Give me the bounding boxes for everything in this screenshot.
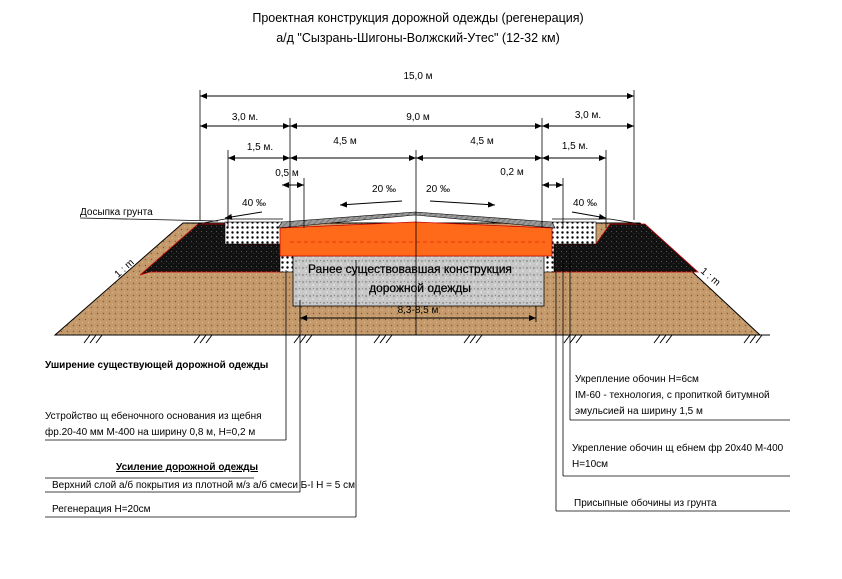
left-cross-slope-arrow — [224, 211, 263, 220]
shoulder-gravel-line-2: H=10см — [572, 459, 608, 470]
soil-fill-strip-right — [552, 218, 641, 225]
right-widening-upper — [551, 221, 597, 245]
shoulder-reinf-line-3: эмульсией на ширину 1,5 м — [575, 406, 703, 417]
top-layer-note: Верхний слой а/б покрытия из плотной м/з… — [52, 479, 355, 491]
widening-heading: Уширение существующей дорожной одежды — [45, 360, 268, 371]
top-asphalt-surface — [277, 211, 556, 229]
base-note-line-2: фр.20-40 мм М-400 на ширину 0,8 м, H=0,2… — [45, 426, 255, 438]
reinforcement-heading: Усиление дорожной одежды — [116, 462, 258, 473]
left-shoulder-text: 3,0 м. — [232, 112, 258, 123]
soil-fill-leader — [79, 217, 219, 222]
right-shoulder-text: 3,0 м. — [575, 110, 601, 121]
base-note-line-1: Устройство щ ебеночного основания из щеб… — [45, 410, 262, 422]
ground-hatch — [55, 334, 770, 344]
right-lane-text: 4,5 м — [470, 136, 494, 147]
carriageway-text: 9,0 м — [406, 112, 430, 123]
right-lane-slope-arrow — [429, 200, 496, 208]
left-widening-upper — [224, 221, 284, 245]
soil-fill-label: Досыпка грунта — [80, 207, 153, 218]
right-cross-slope-arrow — [571, 211, 607, 220]
existing-structure-label-2: дорожной одежды — [369, 281, 471, 295]
right-cross-slope-text: 40 ‰ — [573, 198, 597, 209]
title-line-1: Проектная конструкция дорожной одежды (р… — [252, 11, 583, 25]
regeneration-note: Регенерация H=20см — [52, 504, 151, 515]
existing-structure-label-1: Ранее существовавшая конструкция — [308, 262, 512, 276]
left-widening-text: 0,5 м — [275, 168, 299, 179]
left-cross-slope-text: 40 ‰ — [242, 198, 266, 209]
right-half-shoulder-text: 1,5 м. — [562, 141, 588, 152]
right-widening-text: 0,2 м — [500, 167, 524, 178]
right-lane-slope-text: 20 ‰ — [426, 184, 450, 195]
left-lane-slope-arrow — [339, 200, 403, 208]
soil-shoulders-note: Присыпные обочины из грунта — [574, 497, 717, 509]
existing-width-text: 8,3-8,5 м — [398, 305, 439, 316]
title-line-2: а/д "Сызрань-Шигоны-Волжский-Утес" (12-3… — [276, 31, 560, 45]
left-lane-slope-text: 20 ‰ — [372, 184, 396, 195]
left-lane-text: 4,5 м — [333, 136, 357, 147]
shoulder-reinf-line-1: Укрепление обочин H=6см — [575, 373, 699, 385]
shoulder-gravel-line-1: Укрепление обочин щ ебнем фр 20х40 М-400 — [572, 442, 784, 454]
total-width-text: 15,0 м — [403, 71, 432, 82]
shoulder-reinf-line-2: IM-60 - технология, с пропиткой битумной — [575, 389, 770, 401]
leader-lines — [45, 250, 790, 518]
existing-gravel-base — [292, 255, 545, 307]
left-half-shoulder-text: 1,5 м. — [247, 142, 273, 153]
